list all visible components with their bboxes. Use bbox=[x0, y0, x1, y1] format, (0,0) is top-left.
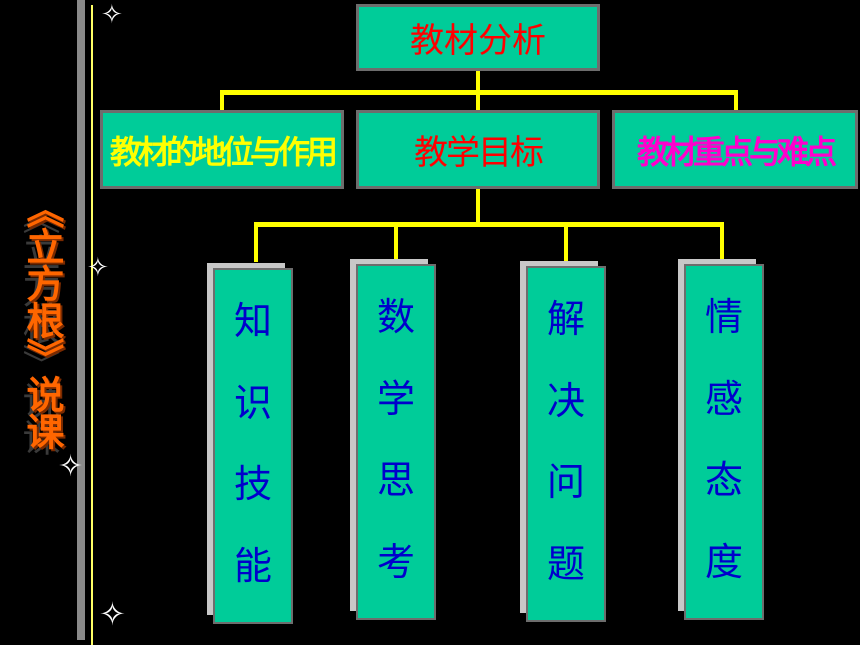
objective-card-emotion-attitude: 情 感 态 度 bbox=[684, 264, 764, 620]
sparkle-star-icon: ✧ bbox=[101, 0, 123, 30]
objective-char: 学 bbox=[376, 376, 415, 421]
objective-char: 情 bbox=[704, 295, 743, 339]
objective-char: 技 bbox=[233, 462, 272, 506]
objective-char: 识 bbox=[233, 380, 272, 425]
side-title-shadow: 《立方根》说课 bbox=[16, 196, 60, 455]
objective-char: 考 bbox=[376, 539, 415, 584]
root-node: 教材分析 bbox=[356, 4, 600, 71]
objective-char: 感 bbox=[704, 376, 743, 421]
sparkle-star-icon: ✧ bbox=[99, 595, 126, 633]
branch-node-teaching-goals: 教学目标 bbox=[356, 110, 600, 189]
connector-line bbox=[476, 189, 480, 223]
objective-char: 决 bbox=[546, 378, 585, 423]
connector-line bbox=[476, 90, 480, 112]
objective-char: 态 bbox=[704, 458, 743, 502]
connector-line bbox=[220, 90, 224, 112]
objective-char: 知 bbox=[233, 299, 272, 343]
objective-card-problem-solving: 解 决 问 题 bbox=[526, 266, 606, 622]
connector-line bbox=[394, 222, 398, 262]
objective-char: 解 bbox=[546, 297, 585, 341]
connector-line bbox=[254, 222, 258, 262]
objective-char: 问 bbox=[546, 460, 585, 504]
sparkle-star-icon: ✧ bbox=[87, 253, 109, 283]
connector-line bbox=[734, 90, 738, 112]
left-rail-gray bbox=[77, 0, 85, 640]
objective-char: 能 bbox=[233, 543, 272, 588]
objective-char: 题 bbox=[546, 541, 585, 586]
objective-char: 度 bbox=[704, 539, 743, 584]
objective-char: 数 bbox=[376, 295, 415, 339]
objective-card-math-thinking: 数 学 思 考 bbox=[356, 264, 436, 620]
side-title: 《立方根》说课 bbox=[20, 190, 65, 449]
connector-line bbox=[720, 222, 724, 262]
connector-line bbox=[254, 222, 724, 227]
branch-node-key-points: 教材重点与难点 bbox=[612, 110, 858, 189]
sparkle-star-icon: ✧ bbox=[58, 449, 84, 484]
left-rail-yellow bbox=[91, 5, 93, 645]
objective-card-knowledge: 知 识 技 能 bbox=[213, 268, 293, 624]
connector-line bbox=[476, 71, 480, 94]
connector-line bbox=[564, 222, 568, 262]
branch-node-position-role: 教材的地位与作用 bbox=[100, 110, 344, 189]
objective-char: 思 bbox=[376, 458, 415, 502]
